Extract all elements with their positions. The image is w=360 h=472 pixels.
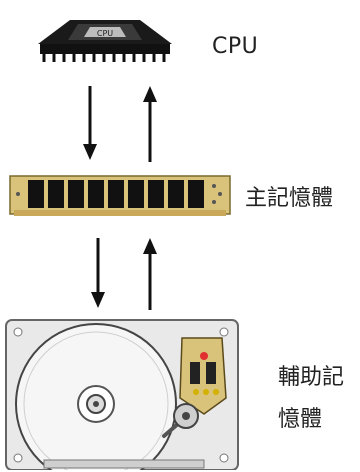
arrow-memory-to-cpu [143, 86, 157, 162]
secondary-storage-label-line1: 輔助記 [278, 365, 345, 390]
arrow-storage-to-memory [143, 238, 157, 310]
arrow-cpu-to-memory [83, 86, 97, 160]
cpu-label: CPU [212, 34, 259, 59]
main-memory-label: 主記憶體 [245, 186, 334, 211]
arrow-memory-to-storage [91, 238, 105, 308]
secondary-storage-label-line2: 憶體 [278, 407, 323, 432]
ram-module-icon [9, 175, 231, 216]
svg-text:CPU: CPU [97, 29, 113, 38]
cpu-chip-icon: CPU [38, 20, 172, 62]
hard-disk-icon [5, 319, 239, 470]
